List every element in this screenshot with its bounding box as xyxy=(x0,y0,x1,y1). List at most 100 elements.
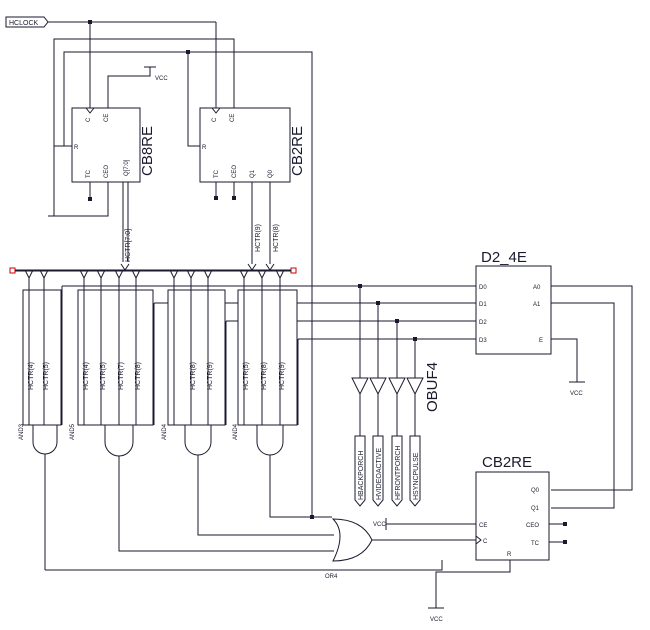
cb2re-top-pin-r: R xyxy=(202,145,207,151)
clock-net xyxy=(48,20,217,108)
output-hfrontporch: HFRONTPORCH xyxy=(395,446,402,500)
hclock-input-port[interactable]: HCLOCK xyxy=(5,16,49,28)
pin-stub xyxy=(563,540,567,544)
and3-body xyxy=(32,424,58,455)
cb2re-top-net-9: HCTR(9) xyxy=(255,224,262,252)
or4-body xyxy=(331,518,373,562)
and3-in-1: HCTR(5) xyxy=(43,362,50,390)
cb8re-pin-q: Q[7:0] xyxy=(124,159,130,176)
cb2re-top-pin-q1: Q1 xyxy=(250,169,256,178)
cb8re-pin-c: C xyxy=(86,117,92,122)
d2-4e-name: D2_4E xyxy=(481,249,527,266)
cb2re-top-pin-ce: CE xyxy=(230,114,236,122)
cb2re-top-pin-ceo: CEO xyxy=(232,165,238,178)
cb2re-top-body xyxy=(199,107,291,183)
cb2re-top-pin-q0: Q0 xyxy=(268,169,274,178)
and-input-boxes xyxy=(22,289,298,426)
and4b-in-1: HCTR(8) xyxy=(261,362,268,390)
vcc-label: VCC xyxy=(430,617,443,623)
and-net-labels: HCTR(4) HCTR(5) HCTR(4) HCTR(5) HCTR(7) … xyxy=(28,362,286,390)
and4a-input-box xyxy=(167,289,226,426)
and4a-in-0: HCTR(8) xyxy=(190,362,197,390)
pin-stub xyxy=(232,196,236,200)
d2-4e-component[interactable]: D2_4E D0 D1 D2 D3 A0 A1 E VCC xyxy=(475,249,633,509)
cb2re-top-component[interactable]: C CE R TC CEO Q1 Q0 CB2RE HCTR(9) HCTR(8… xyxy=(199,107,306,264)
obuf-triangle xyxy=(406,377,424,396)
d2-4e-pin-e: E xyxy=(539,338,543,344)
reset-net xyxy=(48,38,313,518)
and4a-gate[interactable]: AND4 xyxy=(162,423,334,536)
output-port-marker xyxy=(372,435,384,507)
cb2re-bottom-pin-ceo: CEO xyxy=(526,523,539,529)
cb8re-name: CB8RE xyxy=(139,126,156,176)
and5-in-1: HCTR(5) xyxy=(100,362,107,390)
d2-4e-body xyxy=(475,265,552,355)
d2-4e-pin-d2: D2 xyxy=(479,320,487,326)
obuf4-name: OBUF4 xyxy=(424,362,441,412)
and3-gate[interactable]: AND3 xyxy=(19,423,58,570)
cb8re-pin-ce: CE xyxy=(104,114,110,122)
d2-4e-pin-d0: D0 xyxy=(479,285,487,291)
cb8re-component[interactable]: C CE R TC CEO Q[7:0] CB8RE HCTR[7:0] xyxy=(71,107,156,262)
cb2re-top-pin-c: C xyxy=(212,117,218,122)
vcc-label: VCC xyxy=(155,76,168,82)
cb2re-top-net-8: HCTR(8) xyxy=(273,224,280,252)
cb2re-top-pin-tc: TC xyxy=(214,169,220,178)
cb8re-pin-r: R xyxy=(74,145,79,151)
output-hvideoactive: HVIDEOACTIVE xyxy=(376,448,383,500)
and4a-name: AND4 xyxy=(162,423,168,440)
and5-body xyxy=(104,424,134,457)
and3-name: AND3 xyxy=(19,423,25,440)
d2-4e-pin-d3: D3 xyxy=(479,338,487,344)
junction-dot xyxy=(88,20,92,24)
pin-stub xyxy=(563,522,567,526)
and4b-body xyxy=(256,424,284,456)
cb2re-top-name: CB2RE xyxy=(289,126,306,176)
and3-output-wire xyxy=(45,560,443,571)
cb2re-bottom-pin-q1: Q1 xyxy=(531,506,540,512)
d2-4e-pin-a1: A1 xyxy=(533,302,541,308)
cb2re-bottom-pin-tc: TC xyxy=(531,541,540,547)
vcc-label: VCC xyxy=(570,391,583,397)
and5-gate[interactable]: AND5 xyxy=(70,423,334,552)
hclock-label: HCLOCK xyxy=(9,20,39,27)
and4a-in-1: HCTR(9) xyxy=(207,362,214,390)
vcc-top: VCC xyxy=(107,66,168,108)
cb2re-bottom-pin-q0: Q0 xyxy=(531,488,540,494)
pin-stub xyxy=(214,196,218,200)
and4b-input-box xyxy=(237,289,298,426)
output-hbackporch: HBACKPORCH xyxy=(358,451,365,500)
obuf-triangle xyxy=(369,377,387,396)
cb8re-body xyxy=(71,107,141,183)
vcc-label: VCC xyxy=(373,522,386,528)
and4a-body xyxy=(184,424,212,456)
obuf-triangle xyxy=(351,377,369,396)
cb2re-bottom-pin-r: R xyxy=(507,552,512,558)
and5-in-2: HCTR(7) xyxy=(118,362,125,390)
and4b-gate[interactable]: AND4 xyxy=(233,423,332,518)
hctr-bus xyxy=(9,263,297,274)
and3-in-0: HCTR(4) xyxy=(28,362,35,390)
bus-end-marker xyxy=(9,267,16,274)
d2-4e-pin-d1: D1 xyxy=(479,302,487,308)
or4-gate[interactable]: OR4 xyxy=(325,518,476,580)
junction-dot xyxy=(186,50,190,54)
cb2re-bottom-component[interactable]: CB2RE CE C R Q0 Q1 CEO TC VCC VCC xyxy=(373,454,567,623)
pin-stub xyxy=(88,197,92,201)
output-port-marker xyxy=(409,435,421,507)
or4-name: OR4 xyxy=(325,574,338,580)
output-port-marker xyxy=(354,435,366,507)
obuf4-component[interactable]: OBUF4 HBACKPORCH HVIDEOACTIVE HFRONTPORC… xyxy=(351,362,441,507)
obuf-triangle xyxy=(388,377,406,396)
cb8re-pin-tc: TC xyxy=(86,169,92,178)
output-hsyncpulse: HSYNCPULSE xyxy=(413,452,420,500)
cb8re-pin-ceo: CEO xyxy=(104,165,110,178)
and4b-in-0: HCTR(5) xyxy=(243,362,250,390)
and5-name: AND5 xyxy=(70,423,76,440)
and5-in-0: HCTR(4) xyxy=(83,362,90,390)
input-port-marker xyxy=(5,16,49,28)
cb2re-bottom-body xyxy=(475,471,550,561)
output-port-marker xyxy=(391,435,403,507)
cb2re-bottom-pin-ce: CE xyxy=(479,523,487,529)
